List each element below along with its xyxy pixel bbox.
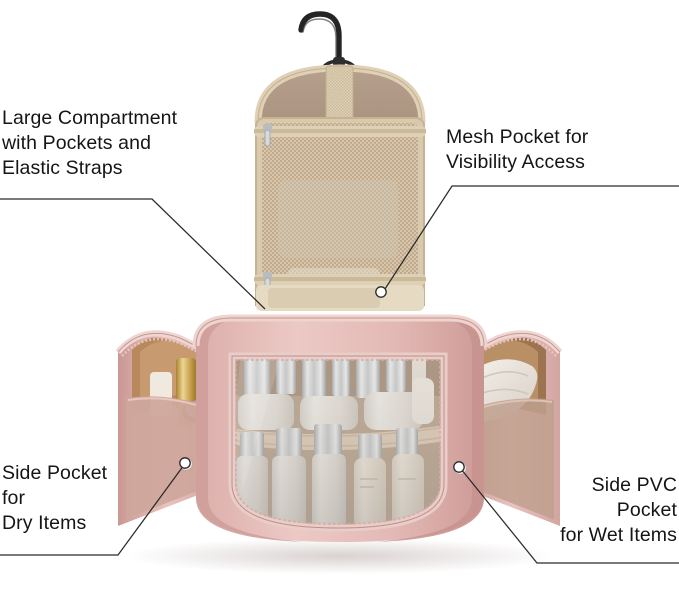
gold-cosmetic-tube: [176, 358, 196, 410]
callout-mesh-pocket: Mesh Pocket for Visibility Access: [446, 126, 589, 173]
zipper-pull-top: [263, 124, 272, 147]
product-shadow: [125, 538, 555, 574]
callout-side-pvc-pocket-wet: Side PVC Pocket for Wet Items: [560, 474, 677, 546]
mesh-pocket: [254, 117, 426, 311]
side-zipper-left: [121, 337, 217, 363]
callout-side-pocket-dry: Side Pocket for Dry Items: [2, 462, 108, 534]
side-zipper-right: [461, 337, 557, 363]
callout-large-compartment: Large Compartment with Pockets and Elast…: [2, 107, 178, 179]
